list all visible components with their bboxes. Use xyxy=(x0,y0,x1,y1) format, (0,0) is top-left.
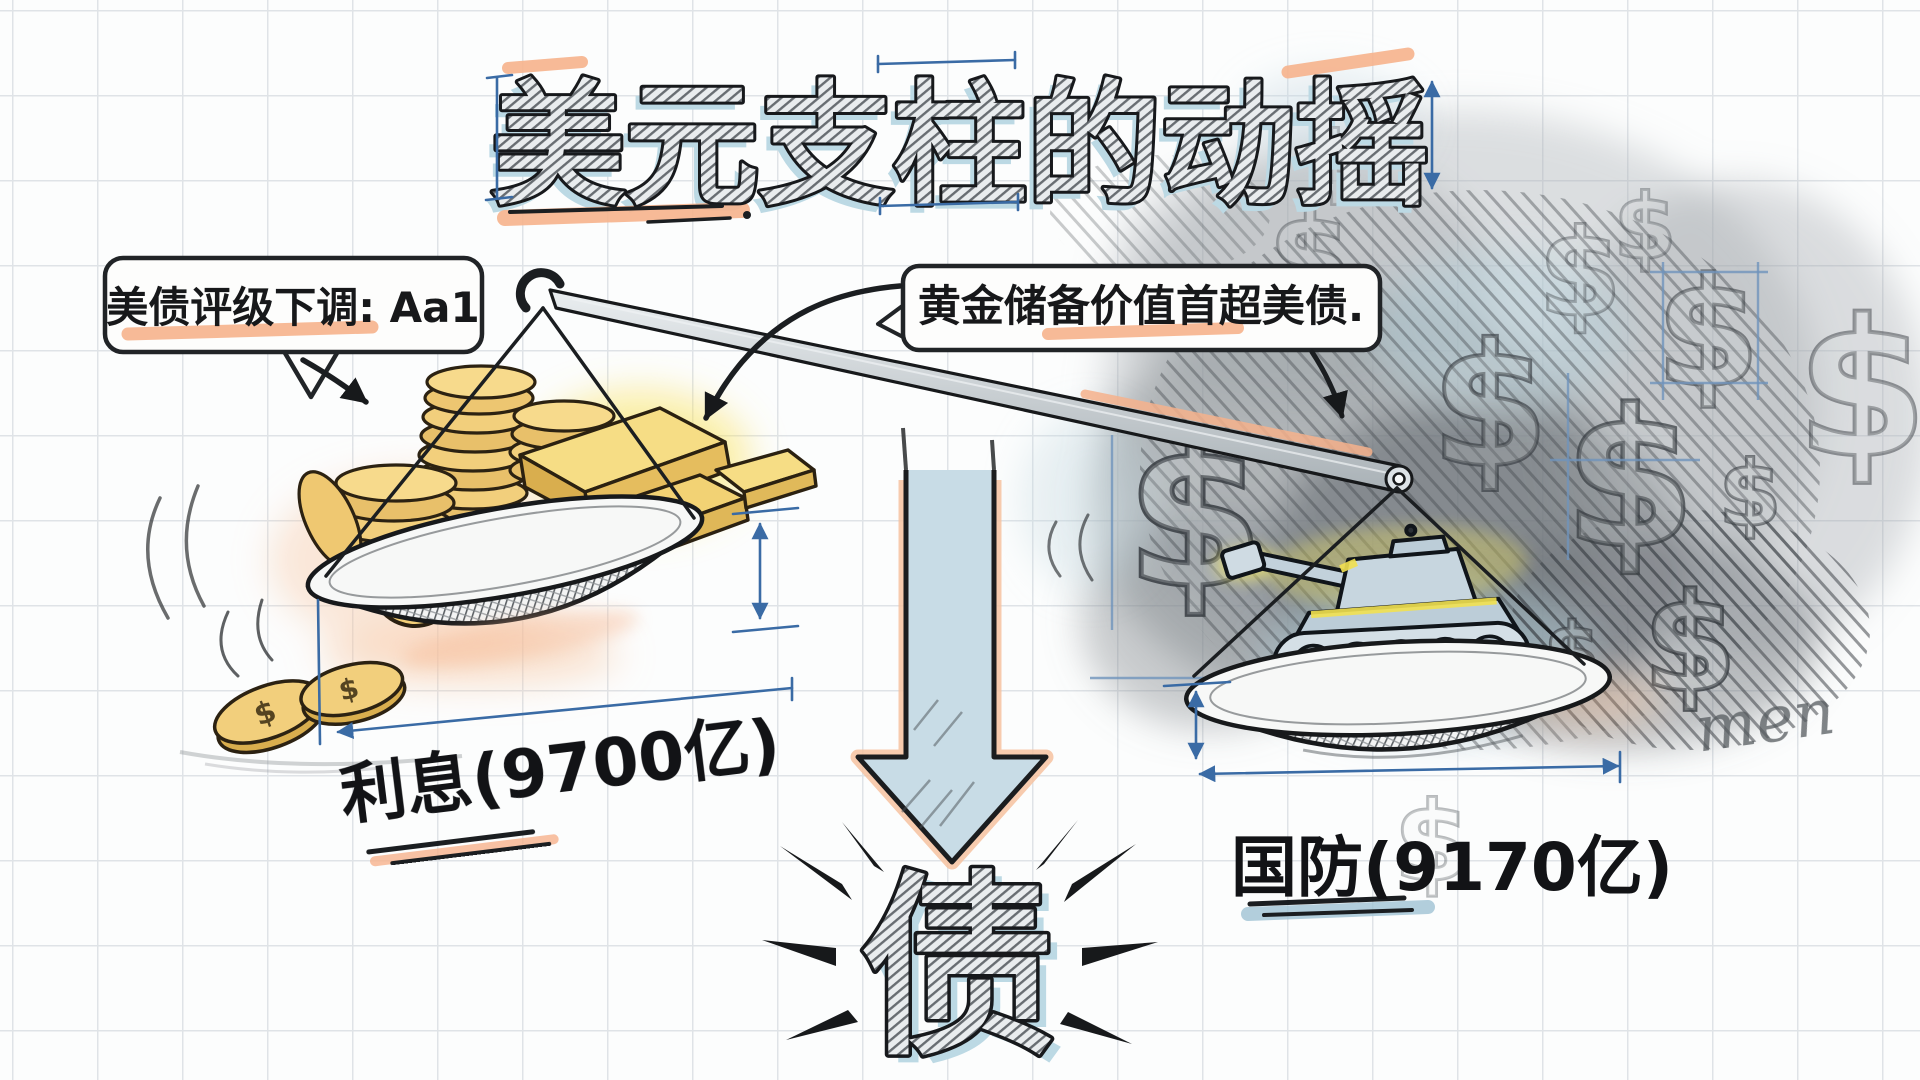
peach-mark xyxy=(1281,47,1415,79)
dollar-sign-icon: $ xyxy=(1538,205,1622,344)
right-pan-label: 国防(9170亿) xyxy=(1231,829,1673,906)
callout-left-text: 美债评级下调: Aa1 xyxy=(106,283,480,332)
scale-pan-left: $ $ $ $ xyxy=(146,306,818,774)
dollar-sign-icon: $ xyxy=(1656,247,1760,421)
title-underline-stroke xyxy=(646,216,732,224)
dimension-lines-left xyxy=(316,506,800,746)
debt-char-shadow: 债 xyxy=(870,863,1066,1080)
peach-mark xyxy=(502,56,588,74)
callout-right: 黄金储备价值首超美债. xyxy=(876,263,1383,419)
dollar-sign-icon: $ xyxy=(1614,175,1677,280)
pan-string xyxy=(1192,486,1399,678)
debt-character: 债 xyxy=(860,855,1056,1080)
callout-right-text: 黄金储备价值首超美债. xyxy=(918,282,1364,332)
page-title: 美元支柱的动摇 xyxy=(491,68,1429,224)
scale-pan-right xyxy=(1162,486,1622,784)
title-underline-stroke xyxy=(508,204,724,214)
callout-tail xyxy=(279,345,343,400)
dollar-sign-icon: $ xyxy=(1394,778,1471,906)
title-underline-dot xyxy=(743,211,751,219)
callout-left-arrow xyxy=(300,357,369,405)
debt-emphasis: 债 债 xyxy=(762,820,1158,1080)
tank-muzzle xyxy=(1220,540,1267,580)
dollar-sign-icon: $ xyxy=(1796,279,1920,500)
callout-box xyxy=(900,263,1383,353)
callout-right-arrow xyxy=(1309,349,1348,419)
title-block: 美元支柱的动摇 美元支柱的动摇 xyxy=(484,47,1441,232)
callout-left: 美债评级下调: Aa1 xyxy=(102,255,485,405)
dollar-sign-icon: $ xyxy=(1719,442,1782,547)
pan-string xyxy=(324,306,545,578)
down-arrow xyxy=(850,427,1054,870)
curved-arrow-to-gold xyxy=(703,283,903,421)
dollar-sign-icon: $ xyxy=(1431,308,1549,506)
emphasis-spikes xyxy=(762,820,1158,1044)
title-dimension-lines xyxy=(484,50,1441,216)
dollar-sign-icon: $ xyxy=(1305,114,1364,213)
pan-string xyxy=(541,306,696,520)
peach-underline xyxy=(497,202,750,226)
right-pan-label-group: 国防(9170亿) xyxy=(1231,829,1673,921)
pan-rim xyxy=(305,494,705,610)
pan-string xyxy=(1395,486,1586,666)
dimension-lines-right xyxy=(1162,680,1622,784)
left-pan-label: 利息(9700亿) xyxy=(336,704,784,834)
dollar-sign-icon: $ xyxy=(1564,369,1696,590)
falling-coins: $ $ xyxy=(179,598,463,774)
left-pan-label-group: 利息(9700亿) xyxy=(336,704,784,867)
scale-hook-icon xyxy=(515,268,565,313)
